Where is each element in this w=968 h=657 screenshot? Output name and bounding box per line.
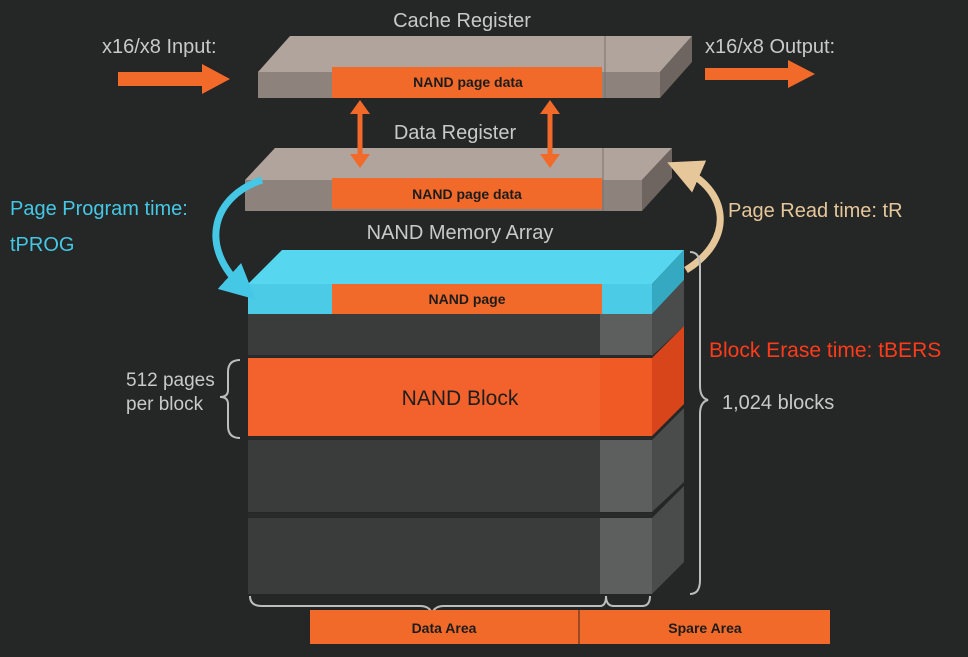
- blocks-count-label: 1,024 blocks: [722, 392, 835, 414]
- page-program-label-line2: tPROG: [10, 234, 75, 256]
- data-area-text: Data Area: [411, 620, 477, 636]
- nand-page-text: NAND page: [428, 291, 506, 307]
- memory-array-body: [248, 280, 684, 594]
- page-read-label: Page Read time: tR: [728, 200, 903, 222]
- cache-register-slab: [258, 36, 692, 98]
- nand-page-bar: [332, 284, 602, 314]
- memory-array-top: [248, 250, 684, 314]
- spare-area-text: Spare Area: [668, 620, 742, 636]
- output-label: x16/x8 Output:: [705, 36, 836, 58]
- pages-brace: [219, 359, 241, 439]
- register-page-data-text: NAND page data: [412, 186, 522, 202]
- input-label: x16/x8 Input:: [102, 36, 217, 58]
- page-read-arrow: [667, 160, 724, 273]
- cache-register-label: Cache Register: [393, 10, 531, 32]
- input-arrow: [118, 64, 230, 94]
- blocks-brace: [689, 251, 709, 595]
- cache-page-data-bar: [332, 67, 602, 98]
- page-program-label-line1: Page Program time:: [10, 198, 188, 220]
- page-program-arrow: [212, 176, 264, 300]
- pages-per-block-line2: per block: [126, 394, 204, 415]
- cache-page-data-text: NAND page data: [413, 74, 523, 90]
- transfer-arrow-right: [540, 100, 560, 168]
- pages-per-block-line1: 512 pages: [126, 370, 215, 391]
- memory-array-label: NAND Memory Array: [366, 222, 554, 244]
- nand-block-text: NAND Block: [401, 387, 519, 410]
- data-register-label: Data Register: [393, 122, 517, 144]
- data-area-bar: [310, 610, 578, 644]
- output-arrow: [705, 60, 815, 88]
- block-erase-label: Block Erase time: tBERS: [709, 339, 942, 362]
- nand-block-bar: [248, 358, 600, 436]
- transfer-arrow-left: [350, 100, 370, 168]
- register-page-data-bar: [332, 178, 602, 209]
- spare-area-bar: [580, 610, 830, 644]
